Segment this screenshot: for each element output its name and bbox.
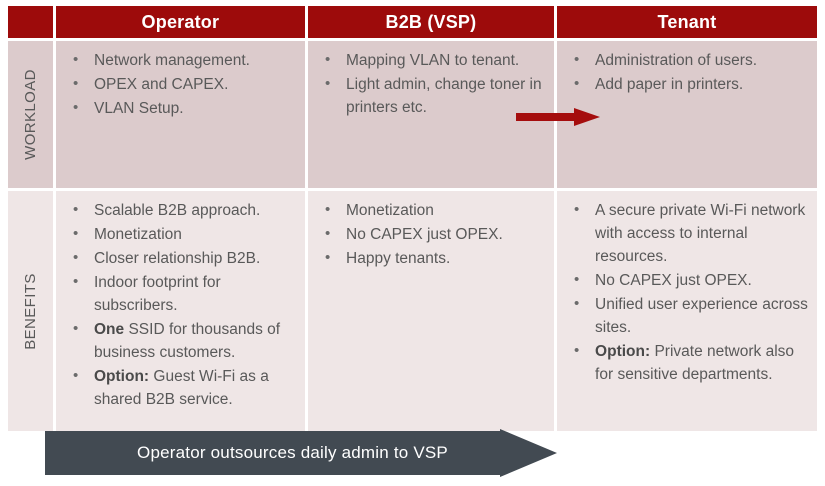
bottom-banner-label: Operator outsources daily admin to VSP: [137, 443, 448, 462]
bullet-text: OPEX and CAPEX.: [94, 76, 229, 93]
list-item: Scalable B2B approach.: [64, 198, 297, 222]
bullet-list-benefits-operator: Scalable B2B approach. Monetization Clos…: [64, 198, 297, 411]
bullet-list-workload-tenant: Administration of users. Add paper in pr…: [565, 48, 809, 96]
bullet-list-benefits-b2b: Monetization No CAPEX just OPEX. Happy t…: [316, 198, 546, 270]
header-cell-b2b: B2B (VSP): [307, 6, 554, 38]
bullet-text: A secure private Wi-Fi network with acce…: [595, 202, 806, 265]
list-item: OPEX and CAPEX.: [64, 72, 297, 96]
bullet-text: Unified user experience across sites.: [595, 296, 808, 336]
bullet-text: Add paper in printers.: [595, 76, 744, 93]
row-label-benefits: BENEFITS: [8, 191, 53, 431]
bullet-text: SSID for thousands of business customers…: [94, 321, 281, 361]
row-label-workload-text: WORKLOAD: [22, 69, 39, 160]
bullet-text: Indoor footprint for subscribers.: [94, 274, 221, 314]
bullet-text: No CAPEX just OPEX.: [346, 226, 503, 243]
bottom-banner-label-wrap: Operator outsources daily admin to VSP: [45, 429, 500, 477]
bullet-emphasis: One: [94, 321, 125, 338]
bullet-text: Scalable B2B approach.: [94, 202, 261, 219]
bullet-text: Monetization: [346, 202, 434, 219]
bullet-emphasis: Option:: [94, 368, 150, 385]
list-item: Option: Private network also for sensiti…: [565, 339, 809, 386]
header-cell-operator: Operator: [55, 6, 305, 38]
bullet-text: Mapping VLAN to tenant.: [346, 52, 520, 69]
bullet-emphasis: Option:: [595, 343, 651, 360]
list-item: One SSID for thousands of business custo…: [64, 317, 297, 364]
list-item: No CAPEX just OPEX.: [316, 222, 546, 246]
list-item: A secure private Wi-Fi network with acce…: [565, 198, 809, 268]
cell-workload-b2b: Mapping VLAN to tenant. Light admin, cha…: [308, 41, 555, 188]
bullet-list-benefits-tenant: A secure private Wi-Fi network with acce…: [565, 198, 809, 386]
bullet-text: Administration of users.: [595, 52, 758, 69]
bullet-text: Happy tenants.: [346, 250, 451, 267]
header-label-operator: Operator: [141, 11, 220, 32]
table-row-workload: WORKLOAD Network management. OPEX and CA…: [8, 41, 818, 188]
cell-benefits-b2b: Monetization No CAPEX just OPEX. Happy t…: [308, 191, 555, 431]
row-label-workload: WORKLOAD: [8, 41, 53, 188]
list-item: Unified user experience across sites.: [565, 292, 809, 339]
header-label-b2b: B2B (VSP): [385, 11, 477, 32]
list-item: VLAN Setup.: [64, 96, 297, 120]
list-item: Add paper in printers.: [565, 72, 809, 96]
list-item: No CAPEX just OPEX.: [565, 268, 809, 292]
bullet-text: Closer relationship B2B.: [94, 250, 261, 267]
bullet-text: Monetization: [94, 226, 182, 243]
bullet-list-workload-b2b: Mapping VLAN to tenant. Light admin, cha…: [316, 48, 546, 119]
list-item: Happy tenants.: [316, 246, 546, 270]
list-item: Monetization: [64, 222, 297, 246]
cell-benefits-operator: Scalable B2B approach. Monetization Clos…: [56, 191, 306, 431]
header-corner-cell: [8, 6, 53, 38]
list-item: Option: Guest Wi-Fi as a shared B2B serv…: [64, 364, 297, 411]
cell-benefits-tenant: A secure private Wi-Fi network with acce…: [557, 191, 818, 431]
list-item: Network management.: [64, 48, 297, 72]
list-item: Administration of users.: [565, 48, 809, 72]
table-header-row: Operator B2B (VSP) Tenant: [8, 6, 817, 38]
list-item: Monetization: [316, 198, 546, 222]
header-cell-tenant: Tenant: [556, 6, 817, 38]
table-row-benefits: BENEFITS Scalable B2B approach. Monetiza…: [8, 191, 818, 431]
bullet-text: Light admin, change toner in printers et…: [346, 76, 542, 116]
list-item: Light admin, change toner in printers et…: [316, 72, 546, 119]
bullet-text: Network management.: [94, 52, 250, 69]
bullet-text: VLAN Setup.: [94, 100, 184, 117]
list-item: Indoor footprint for subscribers.: [64, 270, 297, 317]
list-item: Closer relationship B2B.: [64, 246, 297, 270]
list-item: Mapping VLAN to tenant.: [316, 48, 546, 72]
bullet-text: Private network also for sensitive depar…: [595, 343, 795, 383]
row-label-benefits-text: BENEFITS: [22, 272, 40, 350]
header-label-tenant: Tenant: [657, 11, 717, 32]
bullet-list-workload-operator: Network management. OPEX and CAPEX. VLAN…: [64, 48, 297, 120]
cell-workload-tenant: Administration of users. Add paper in pr…: [557, 41, 818, 188]
cell-workload-operator: Network management. OPEX and CAPEX. VLAN…: [56, 41, 306, 188]
bottom-banner-arrow: Operator outsources daily admin to VSP: [45, 429, 557, 477]
bullet-text: Guest Wi-Fi as a shared B2B service.: [94, 368, 269, 408]
bullet-text: No CAPEX just OPEX.: [595, 272, 752, 289]
